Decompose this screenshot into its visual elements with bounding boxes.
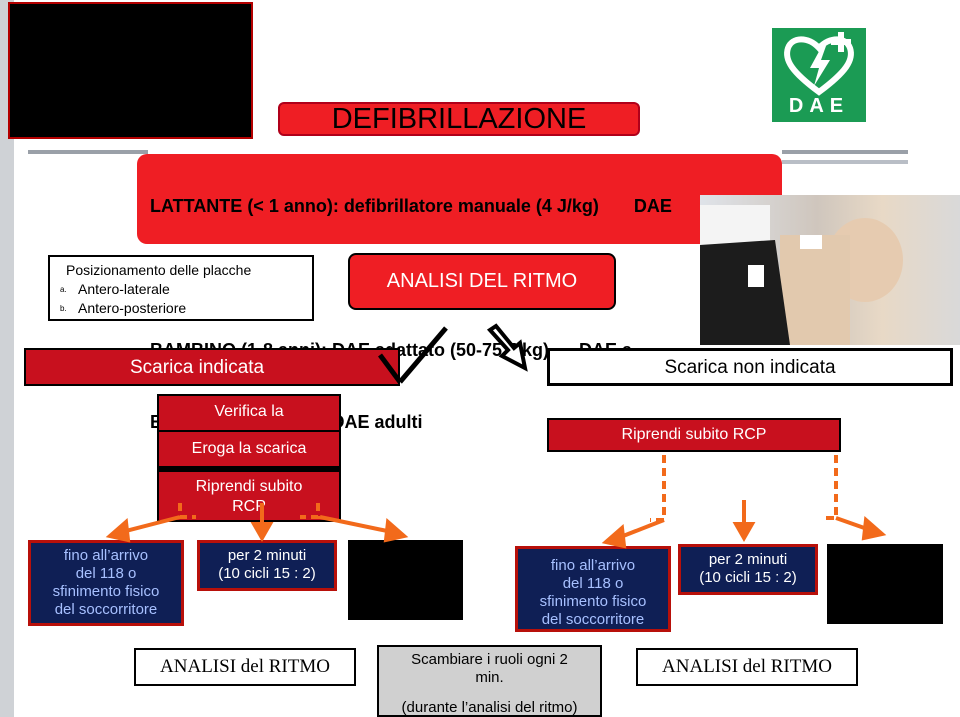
fino-line: del soccorritore — [54, 601, 158, 618]
placche-box: Posizionamento delle placche a.Antero-la… — [48, 255, 314, 321]
logo-text: DAE — [788, 95, 850, 117]
fino-arrivo-left-box: fino all’arrivo del 118 o sfinimento fis… — [28, 540, 184, 626]
riprendi-label: Riprendi subito — [195, 478, 303, 495]
cycle-arrows — [105, 455, 887, 549]
minuti-line: (10 cicli 15 : 2) — [699, 569, 797, 586]
black-box-right — [827, 544, 943, 624]
minuti-left-box: per 2 minuti (10 cicli 15 : 2) — [197, 540, 337, 591]
scambiare-line: Scambiare i ruoli ogni 2 — [411, 651, 568, 668]
fino-line: del 118 o — [75, 565, 137, 582]
fino-line: del soccorritore — [541, 611, 645, 628]
black-box-left — [348, 540, 463, 620]
minuti-line: per 2 minuti — [227, 547, 307, 564]
riprendi-rcp-right-box: Riprendi subito RCP — [547, 418, 841, 452]
heart-bolt-icon — [784, 32, 854, 96]
placche-item: b.Antero-posteriore — [60, 300, 187, 316]
riprendi-tail: RCP — [232, 498, 266, 515]
fino-line: del 118 o — [562, 575, 624, 592]
fino-line: sfinimento fisico — [539, 593, 647, 610]
scarica-non-indicata-box: Scarica non indicata — [547, 348, 953, 386]
placche-heading: Posizionamento delle placche — [66, 262, 252, 278]
scambiare-ruoli-box: Scambiare i ruoli ogni 2 min. (durante l… — [377, 645, 602, 717]
scambiare-line: (durante l’analisi del ritmo) — [401, 699, 578, 716]
left-decor-strip — [0, 0, 14, 717]
analisi-ritmo-box: ANALISI DEL RITMO — [348, 253, 616, 310]
header-line — [782, 160, 908, 164]
black-block — [8, 2, 253, 139]
minuti-line: (10 cicli 15 : 2) — [218, 565, 316, 582]
fino-line: sfinimento fisico — [52, 583, 160, 600]
fino-line: fino all’arrivo — [550, 557, 636, 574]
page-title: DEFIBRILLAZIONE — [278, 102, 640, 136]
placche-item: a.Antero-laterale — [60, 281, 170, 297]
eroga-scarica-box: Eroga la scarica — [157, 430, 341, 468]
header-line — [28, 150, 148, 154]
analisi-ritmo-left: ANALISI del RITMO — [134, 648, 356, 686]
scambiare-line: min. — [475, 669, 504, 686]
header-line — [782, 150, 908, 154]
fino-arrivo-right-box: fino all’arrivo del 118 o sfinimento fis… — [515, 546, 671, 632]
manikin-photo — [700, 195, 960, 345]
minuti-right-box: per 2 minuti (10 cicli 15 : 2) — [678, 544, 818, 595]
scarica-indicata-box: Scarica indicata — [24, 348, 400, 386]
analisi-ritmo-right: ANALISI del RITMO — [636, 648, 858, 686]
dae-logo: DAE — [772, 28, 866, 122]
minuti-line: per 2 minuti — [708, 551, 788, 568]
decision-arrows — [377, 323, 528, 384]
age-line: LATTANTE (< 1 anno): defibrillatore manu… — [150, 196, 672, 216]
fino-line: fino all’arrivo — [63, 547, 149, 564]
riprendi-rcp-left-box: Riprendi subito RCP — [157, 468, 341, 522]
age-criteria-box — [137, 154, 782, 244]
